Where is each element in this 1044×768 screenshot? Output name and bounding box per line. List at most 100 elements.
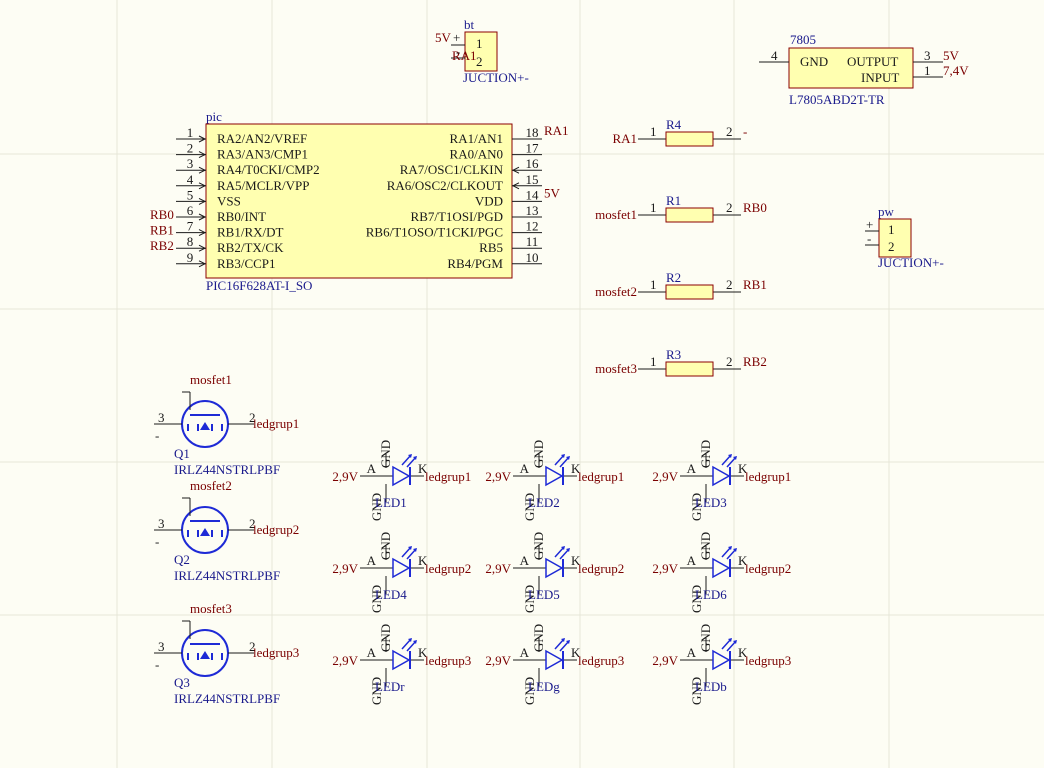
resistor-designator: R2 — [666, 270, 681, 285]
regulator-body — [788, 47, 914, 89]
led-cathode-net: ledgrup1 — [578, 469, 624, 484]
pw-pin-2: 2 — [888, 239, 895, 254]
led-anode-net: 2,9V — [332, 469, 358, 484]
pw-designator: pw — [878, 204, 895, 219]
mosfet-comment: IRLZ44NSTRLPBF — [174, 462, 280, 477]
pic-pin-name-2: RA3/AN3/CMP1 — [217, 147, 308, 162]
led-gnd-label-top: GND — [531, 532, 546, 560]
pic-pin-num-2: 2 — [187, 141, 194, 156]
regulator-pin-output-name: OUTPUT — [847, 54, 898, 69]
led-symbol — [712, 465, 731, 487]
pic-pin-name-6: RB0/INT — [217, 209, 266, 224]
pic-pin-num-3: 3 — [187, 156, 194, 171]
mosfet-pin-source: 3 — [158, 639, 165, 654]
led-gnd-label-top: GND — [698, 624, 713, 652]
bt-body — [464, 31, 498, 72]
mosfet-drain-net: ledgrup3 — [253, 645, 299, 660]
pic-pin-name-7: RB1/RX/DT — [217, 225, 284, 240]
pic-pin-num-9: 9 — [187, 250, 194, 265]
pic-net-18: RA1 — [544, 123, 569, 138]
bt-net-minus: RA1 — [452, 48, 477, 63]
mosfet-designator: Q2 — [174, 552, 190, 567]
led-symbol — [392, 465, 411, 487]
mosfet-gate-net: mosfet1 — [190, 372, 232, 387]
pic-pin-num-17: 17 — [526, 141, 540, 156]
led-gnd-label-top: GND — [378, 440, 393, 468]
led-gnd-label-bottom: GND — [369, 585, 384, 613]
pic-designator: pic — [206, 109, 222, 124]
led-anode-net: 2,9V — [485, 469, 511, 484]
pw-comment: JUCTION+- — [878, 255, 944, 270]
led-anode-net: 2,9V — [485, 561, 511, 576]
pic-pin-num-6: 6 — [187, 203, 194, 218]
led-anode-net: 2,9V — [652, 653, 678, 668]
pic-pin-name-1: RA2/AN2/VREF — [217, 131, 307, 146]
led-gnd-label-top: GND — [698, 532, 713, 560]
led-anode-label: A — [520, 461, 530, 476]
mosfet-pin-source: 3 — [158, 516, 165, 531]
resistor-body — [665, 284, 714, 300]
resistor-pin-2: 2 — [726, 354, 733, 369]
resistor-net-left: mosfet3 — [595, 361, 637, 376]
led-designator: LEDr — [375, 679, 405, 694]
pic-pin-num-4: 4 — [187, 172, 194, 187]
bt-pin-2: 2 — [476, 54, 483, 69]
pw-connector[interactable]: pw 1 2 + - JUCTION+- — [865, 204, 944, 270]
led-gnd-label-bottom: GND — [522, 585, 537, 613]
pic-comment: PIC16F628AT-I_SO — [206, 278, 312, 293]
led-gnd-label-bottom: GND — [522, 493, 537, 521]
mosfet-minus-sign: - — [155, 657, 159, 672]
mosfet-comment: IRLZ44NSTRLPBF — [174, 691, 280, 706]
bt-comment: JUCTION+- — [463, 70, 529, 85]
resistor-pin-1: 1 — [650, 354, 657, 369]
led-anode-label: A — [520, 645, 530, 660]
pic-pin-name-14: VDD — [475, 193, 503, 208]
pic-pin-num-14: 14 — [526, 187, 540, 202]
led-cathode-label: K — [571, 553, 581, 568]
resistor-pin-1: 1 — [650, 277, 657, 292]
led-designator: LED2 — [528, 495, 560, 510]
bt-connector[interactable]: bt 1 2 5V + RA1 - JUCTION+- — [435, 17, 529, 85]
resistor-net-left: mosfet2 — [595, 284, 637, 299]
pw-body — [878, 218, 912, 258]
regulator-7805[interactable]: 7805 GND OUTPUT INPUT 4 3 1 5V 7,4V L780… — [759, 32, 969, 107]
pic-pin-name-8: RB2/TX/CK — [217, 240, 284, 255]
led-designator: LED1 — [375, 495, 407, 510]
led-cathode-label: K — [738, 461, 748, 476]
led-anode-net: 2,9V — [652, 561, 678, 576]
pic-pin-name-18: RA1/AN1 — [450, 131, 503, 146]
led-symbol — [545, 649, 564, 671]
led-gnd-label-bottom: GND — [689, 677, 704, 705]
led-designator: LEDb — [695, 679, 727, 694]
led-gnd-label-top: GND — [698, 440, 713, 468]
led-gnd-label-top: GND — [531, 624, 546, 652]
pic-pin-num-5: 5 — [187, 187, 194, 202]
led-symbol — [392, 649, 411, 671]
led-cathode-net: ledgrup2 — [425, 561, 471, 576]
resistor-body — [665, 131, 714, 147]
resistor-body — [665, 361, 714, 377]
regulator-pin-gnd-num: 4 — [771, 48, 778, 63]
led-anode-net: 2,9V — [332, 653, 358, 668]
pic-pin-name-4: RA5/MCLR/VPP — [217, 178, 309, 193]
resistor-pin-1: 1 — [650, 124, 657, 139]
